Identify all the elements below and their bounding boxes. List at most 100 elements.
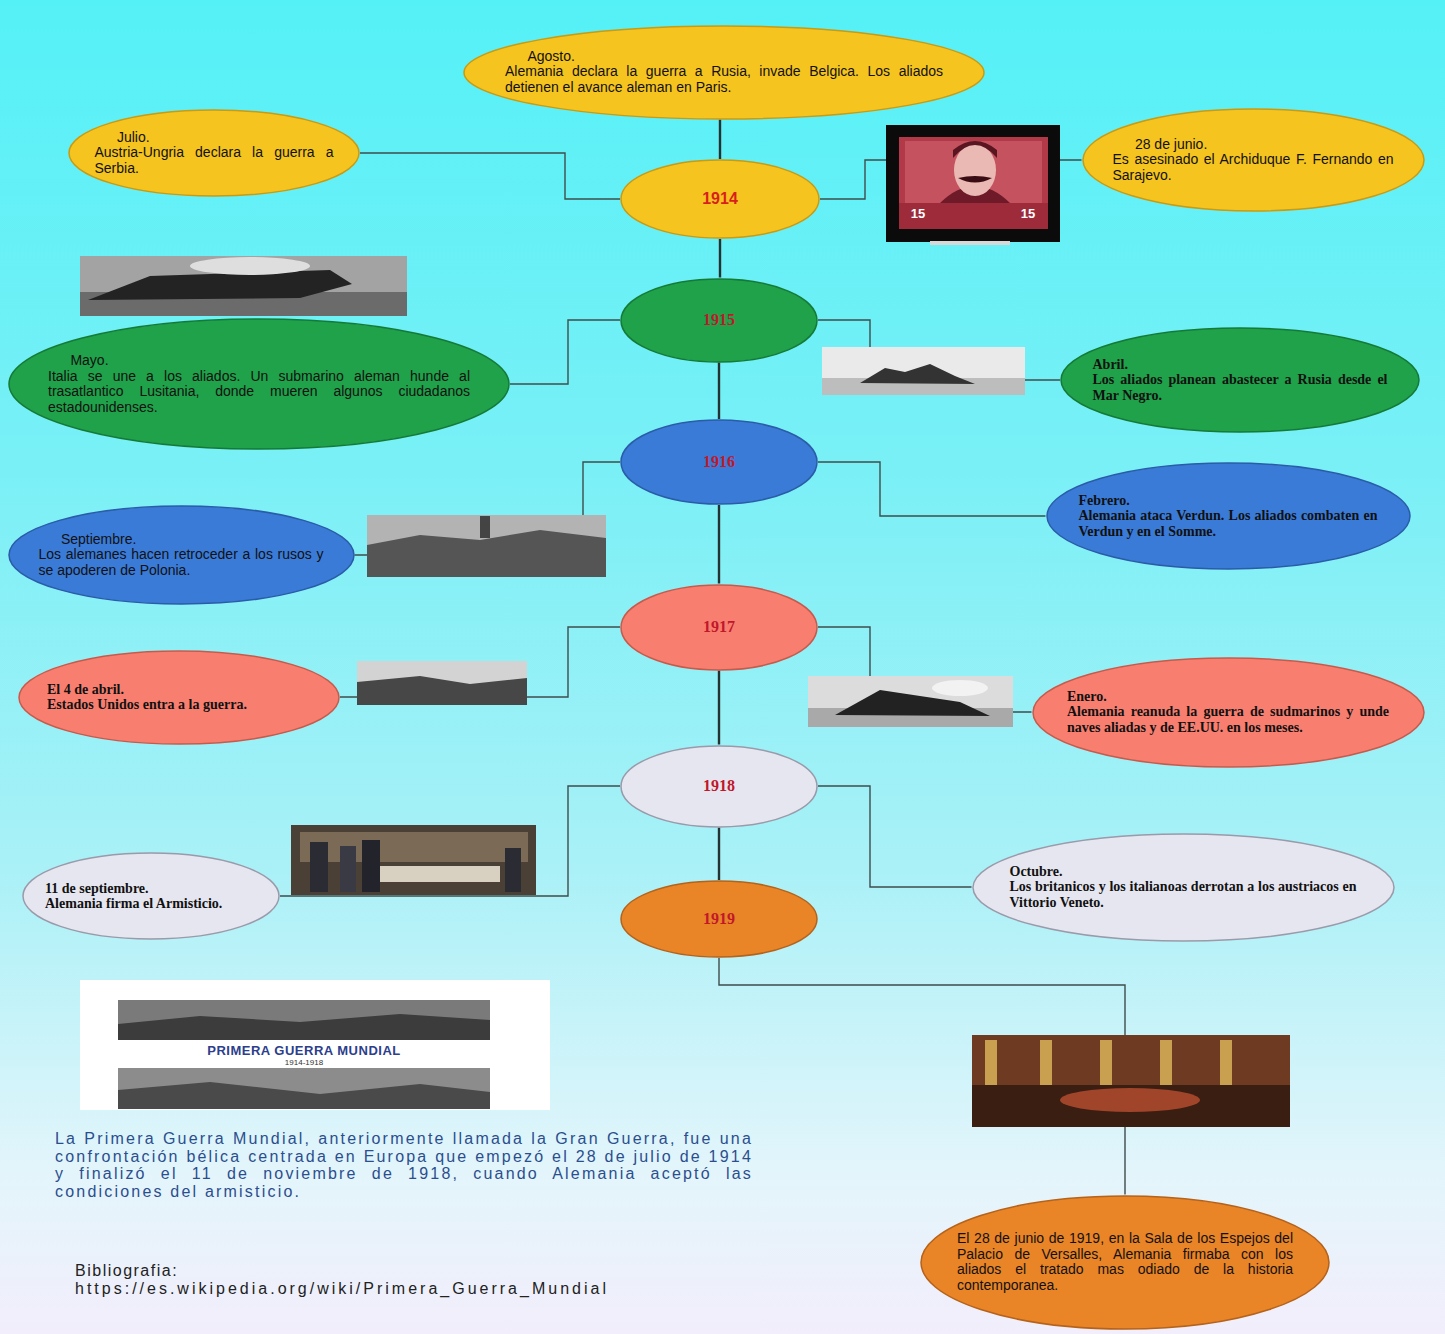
year-label: 1917 [660,618,779,636]
ellipse-shape [9,319,509,449]
stamp-face [954,144,996,196]
ellipse-shape [1033,658,1424,767]
ellipse-shape [621,585,817,670]
stamp-value: 15 [1013,206,1043,221]
event-text: Austria-Ungria declara la guerra a Serbi… [95,145,334,176]
node-text: Febrero.Alemania ataca Verdun. Los aliad… [1079,493,1378,540]
troops-band [357,676,527,705]
event-ellipse: Julio.Austria-Ungria declara la guerra a… [68,109,360,197]
label-box: 15 [903,206,933,221]
node-text: Mayo.Italia se une a los aliados. Un sub… [48,353,470,415]
event-date: Enero. [1067,689,1389,705]
node-text: 28 de junio.Es asesinado el Archiduque F… [1113,137,1394,184]
armistice-figure [310,842,328,892]
ellipse-shape [69,110,359,196]
year-label: 1919 [660,910,779,928]
ellipse-shape [621,881,817,957]
ellipse-shape [1083,109,1424,211]
event-date: Septiembre. [39,532,324,548]
collage-ground [80,980,550,1110]
ellipse-shape [621,279,817,362]
versailles-column [1160,1040,1172,1085]
ellipse-shape [1061,328,1419,432]
sinking-ship-photo [808,676,1013,727]
connector [719,239,721,278]
label-box: https://es.wikipedia.org/wiki/Primera_Gu… [75,1280,765,1298]
year-label: 1914 [660,190,780,208]
event-ellipse: Febrero.Alemania ataca Verdun. Los aliad… [1046,462,1411,570]
ellipse-shape [9,506,354,604]
year-label: 1916 [660,453,779,471]
year-label: 1918 [660,777,779,795]
year-circle: 1918 [620,745,818,828]
armistice-wall [300,832,528,862]
troops-photo [357,661,527,705]
event-ellipse: El 4 de abril.Estados Unidos entra a la … [18,650,340,745]
event-ellipse: 28 de junio.Es asesinado el Archiduque F… [1082,108,1425,212]
node-text: 1918 [660,777,779,795]
event-text: Alemania reanuda la guerra de sudmarinos… [1067,704,1389,735]
ellipse-shape [464,26,984,119]
label-box: PRIMERA GUERRA MUNDIAL [118,1043,490,1058]
event-ellipse: Septiembre.Los alemanes hacen retroceder… [8,505,355,605]
armistice-figure [505,848,521,892]
armistice-table [380,866,500,882]
versailles-column [1100,1040,1112,1085]
versailles-column [1220,1040,1232,1085]
armistice-photo [291,825,536,895]
sea-photo [822,347,1025,395]
label-box: La Primera Guerra Mundial, anteriormente… [55,1130,753,1200]
ship-hull [88,270,352,300]
node-text: 1915 [660,311,779,329]
node-text: 1914 [660,190,780,208]
node-text: 1916 [660,453,779,471]
label-box: 1914-1918 [118,1058,490,1067]
node-text: 1919 [660,910,779,928]
bibliography-link: https://es.wikipedia.org/wiki/Primera_Gu… [75,1280,765,1298]
ellipse-shape [23,853,279,939]
collage-bottom-photo [118,1068,490,1109]
ellipse-shape [621,746,817,827]
collage-field [118,1082,490,1109]
node-text: Abril.Los aliados planean abastecer a Ru… [1093,357,1388,404]
stamp-frame [886,125,1060,242]
year-label: 1915 [660,311,779,329]
stamp-caption-strip [930,241,1010,245]
connector [280,786,620,896]
ship-photo [80,256,407,316]
connector [718,828,720,881]
year-circle: 1914 [620,159,820,239]
banner-title: PRIMERA GUERRA MUNDIAL [118,1043,490,1058]
event-date: Julio. [95,130,334,146]
event-text: Los britanicos y los italianoas derrotan… [1010,879,1357,910]
event-date: 28 de junio. [1113,137,1394,153]
versailles-column [985,1040,997,1085]
stamp-field [905,141,1042,203]
event-date: Agosto. [505,49,943,65]
event-text: Alemania ataca Verdun. Los aliados comba… [1079,508,1378,539]
connector [818,462,1046,516]
event-date: Mayo. [48,353,470,369]
event-text: Alemania declara la guerra a Rusia, inva… [505,64,943,95]
year-circle: 1917 [620,584,818,671]
ellipse-shape [1047,463,1410,569]
versailles-photo [972,1035,1290,1127]
event-ellipse: Octubre.Los britanicos y los italianoas … [972,833,1395,942]
event-ellipse: Abril.Los aliados planean abastecer a Ru… [1060,327,1420,433]
ellipse-shape [973,834,1394,941]
node-text: 11 de septiembre.Alemania firma el Armis… [45,881,257,912]
stamp-paper [899,137,1048,229]
soldiers-tower [480,516,490,538]
stamp-mustache [958,176,992,183]
connector [718,671,720,745]
ship-smoke [190,257,310,275]
event-text: Es asesinado el Archiduque F. Fernando e… [1113,152,1394,183]
sea-rocks [860,364,975,384]
event-text: Los aliados planean abastecer a Rusia de… [1093,372,1388,403]
event-ellipse: El 28 de junio de 1919, en la Sala de lo… [920,1195,1330,1330]
summary-paragraph: La Primera Guerra Mundial, anteriormente… [55,1130,753,1200]
connector [510,320,620,384]
ellipse-shape [19,651,339,744]
year-circle: 1919 [620,880,818,958]
event-text: Italia se une a los aliados. Un submarin… [48,369,470,416]
